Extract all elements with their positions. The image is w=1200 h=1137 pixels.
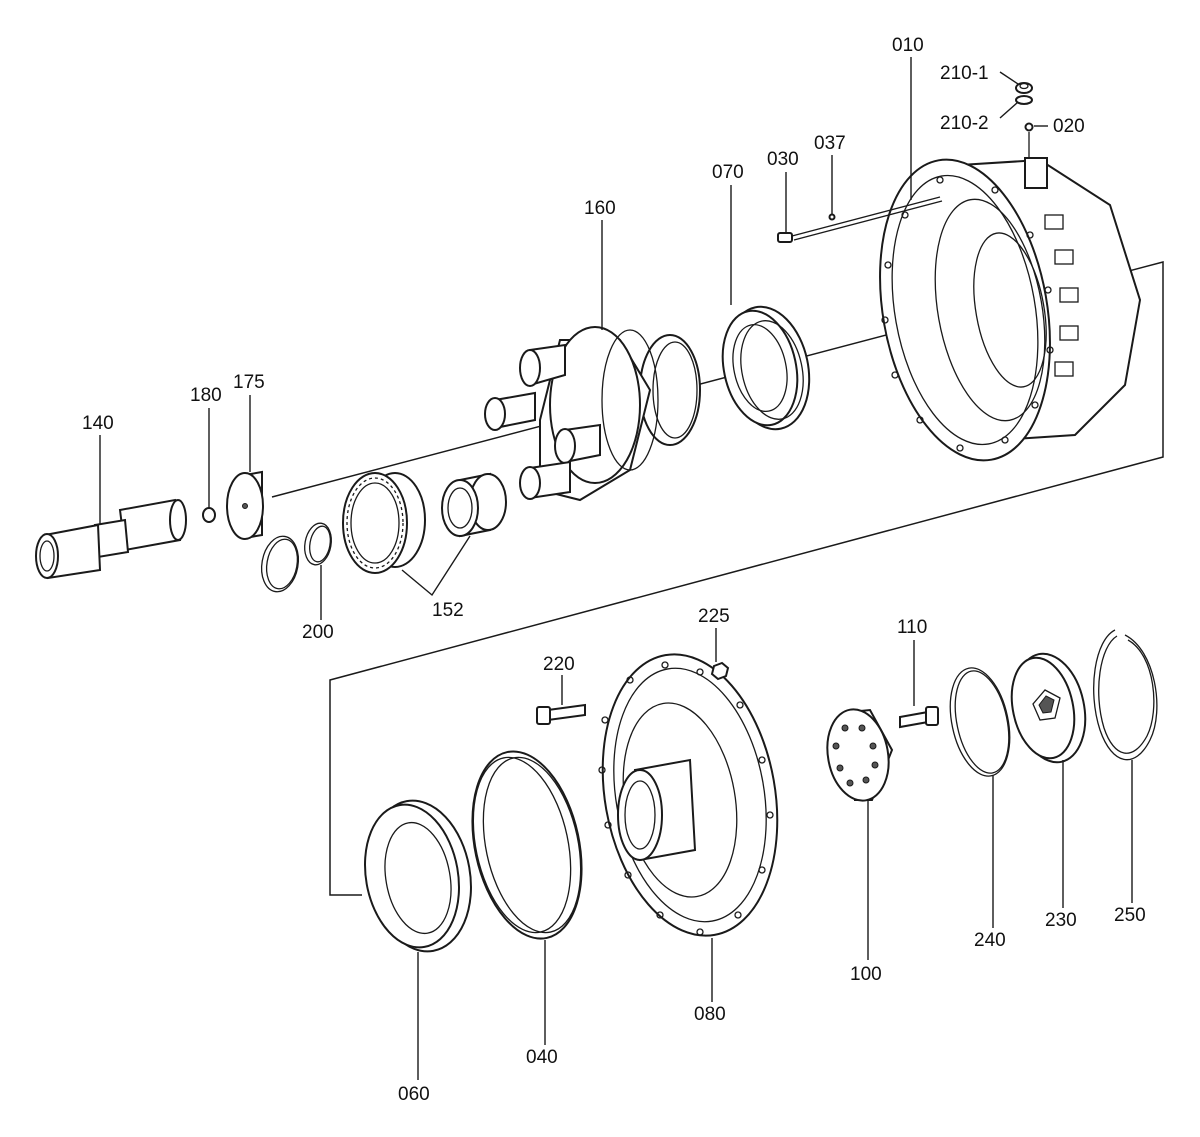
label-110: 110 xyxy=(897,617,927,638)
label-040: 040 xyxy=(526,1047,558,1068)
part-250-retaining-ring xyxy=(1093,629,1158,761)
part-180-ball xyxy=(202,507,216,523)
label-037: 037 xyxy=(814,133,846,154)
label-010: 010 xyxy=(892,35,924,56)
label-200: 200 xyxy=(302,622,334,643)
label-230: 230 xyxy=(1045,910,1077,931)
leader-lines xyxy=(99,57,1133,1080)
part-210-1-plug xyxy=(1015,82,1033,94)
part-240-o-ring xyxy=(949,667,1011,777)
part-100-cover xyxy=(826,708,894,802)
housing-ribs xyxy=(1044,214,1079,377)
label-225: 225 xyxy=(698,606,730,627)
part-060-seal xyxy=(364,799,472,953)
label-180: 180 xyxy=(190,385,222,406)
label-140: 140 xyxy=(82,413,114,434)
part-230-cover-plate xyxy=(1010,652,1087,764)
label-060: 060 xyxy=(398,1084,430,1105)
label-152: 152 xyxy=(432,600,464,621)
part-175-thrust-washer xyxy=(226,470,264,540)
part-200-snap-ring xyxy=(260,522,332,593)
label-240: 240 xyxy=(974,930,1006,951)
part-040-o-ring xyxy=(471,750,583,940)
label-070: 070 xyxy=(712,162,744,183)
part-010-housing xyxy=(879,132,1142,462)
part-070-bearing xyxy=(721,305,811,431)
part-152-bushing xyxy=(441,472,507,538)
label-080: 080 xyxy=(694,1004,726,1025)
carrier-pins xyxy=(484,343,601,500)
label-100: 100 xyxy=(850,964,882,985)
part-220-bolt xyxy=(536,703,586,725)
part-labels: 010 210-1 210-2 020 030 037 070 160 180 … xyxy=(82,35,1146,1105)
part-030-plug xyxy=(777,232,793,243)
part-160-planet-carrier xyxy=(484,326,701,502)
part-152-planet-gear xyxy=(342,472,426,574)
part-110-screw xyxy=(899,706,939,729)
housing-bolt-holes xyxy=(881,176,1054,452)
part-225-nut xyxy=(710,661,730,681)
label-220: 220 xyxy=(543,654,575,675)
part-037-rod xyxy=(791,196,943,241)
label-160: 160 xyxy=(584,198,616,219)
label-175: 175 xyxy=(233,372,265,393)
label-020: 020 xyxy=(1053,116,1085,137)
part-210-2-seal-ring xyxy=(1015,95,1033,105)
label-210-1: 210-1 xyxy=(940,63,989,84)
part-140-sun-shaft xyxy=(35,498,187,580)
label-210-2: 210-2 xyxy=(940,113,989,134)
part-020-pin xyxy=(1024,122,1034,132)
hub-bolt-holes xyxy=(598,661,774,936)
label-030: 030 xyxy=(767,149,799,170)
label-250: 250 xyxy=(1114,905,1146,926)
part-080-hub xyxy=(598,653,779,937)
